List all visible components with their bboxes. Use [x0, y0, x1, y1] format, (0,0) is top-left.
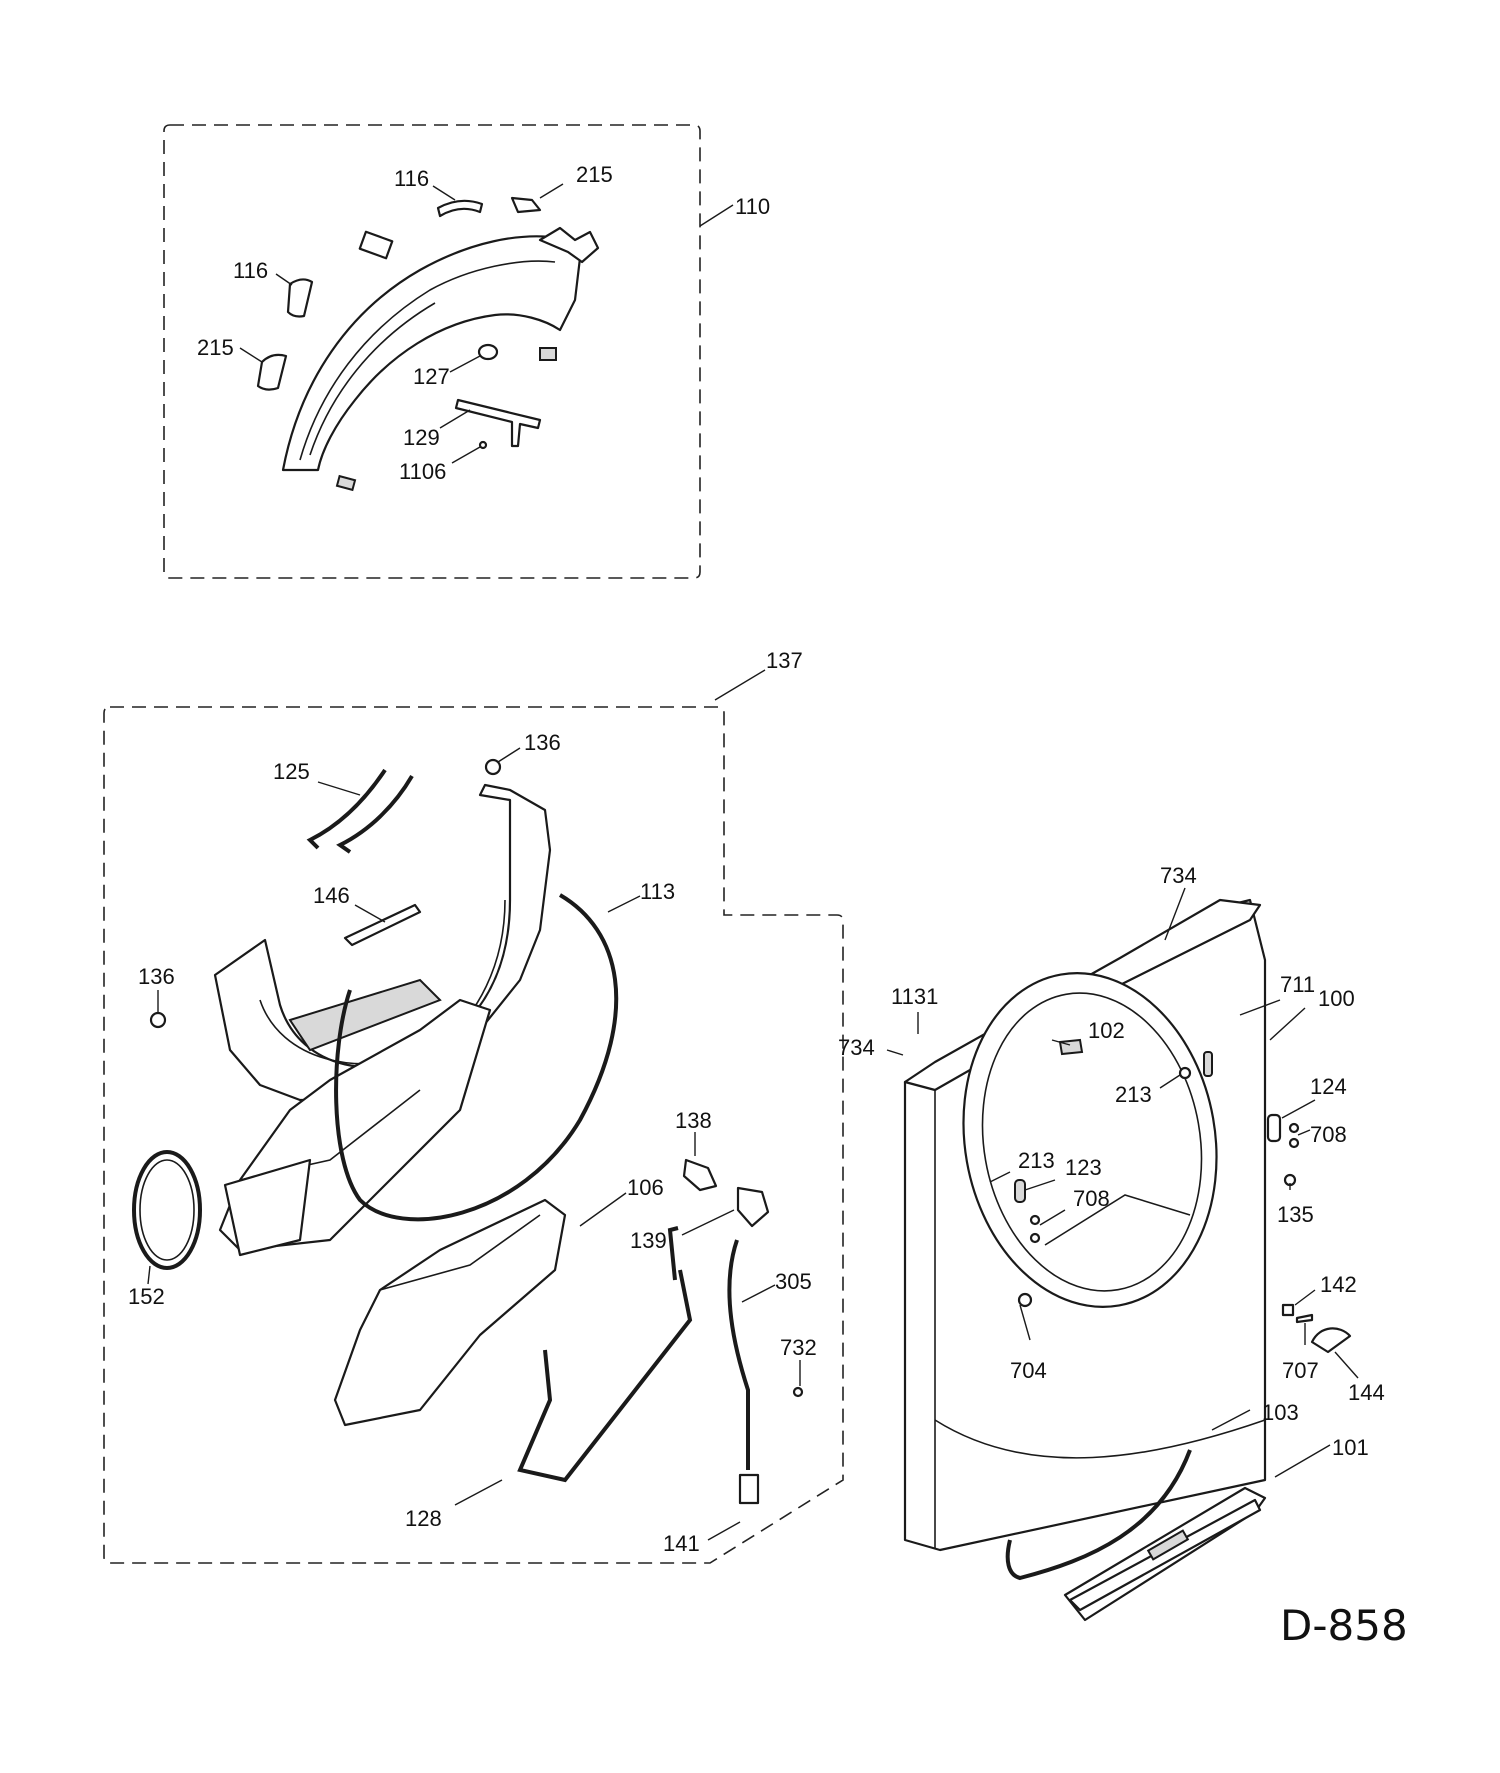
callout-125: 125 [273, 759, 310, 784]
pin-707 [1295, 1313, 1314, 1324]
front-panel-100 [903, 898, 1267, 1552]
callout-146: 146 [313, 883, 350, 908]
drawing-number: D-858 [1280, 1601, 1408, 1650]
callout-1106: 1106 [399, 459, 446, 484]
callout-106: 106 [627, 1175, 664, 1200]
group-110-boundary [163, 124, 701, 579]
callout-142: 142 [1320, 1272, 1357, 1297]
front-bulkhead-duct [213, 783, 552, 1257]
fitting-138 [682, 1158, 718, 1192]
ring-152 [132, 1150, 202, 1270]
callout-113: 113 [640, 879, 675, 904]
clip-215-top [510, 196, 542, 214]
knob-144 [1310, 1327, 1352, 1354]
fastener-136-top [484, 758, 502, 776]
duct-arc-assembly [281, 226, 600, 492]
screw-708-a [1288, 1122, 1300, 1134]
callout-704: 704 [1010, 1358, 1047, 1383]
clip-215-left [256, 353, 288, 391]
callout-129: 129 [403, 425, 440, 450]
part-142 [1281, 1303, 1295, 1317]
callout-135: 135 [1277, 1202, 1314, 1227]
duct-106 [333, 1198, 567, 1427]
callout-136-top: 136 [524, 730, 561, 755]
callout-102: 102 [1088, 1018, 1125, 1043]
callout-732: 732 [780, 1335, 817, 1360]
callout-711: 711 [1280, 972, 1315, 997]
group-137-boundary [103, 706, 844, 1564]
fitting-127 [477, 343, 499, 361]
callout-110: 110 [735, 194, 770, 219]
wire-125b [336, 774, 414, 854]
callout-708-left: 708 [1073, 1186, 1110, 1211]
callout-141: 141 [663, 1531, 700, 1556]
part-124 [1266, 1113, 1282, 1143]
coupler-141 [738, 1473, 760, 1505]
callout-139: 139 [630, 1228, 667, 1253]
callout-123: 123 [1065, 1155, 1102, 1180]
callout-116-top: 116 [394, 166, 429, 191]
callout-137: 137 [766, 648, 803, 673]
sensor-129 [454, 398, 542, 448]
screw-708-b [1288, 1137, 1300, 1149]
rod-128a [517, 1269, 693, 1483]
callout-215-top: 215 [576, 162, 613, 187]
callout-708-right: 708 [1310, 1122, 1347, 1147]
screw-708-c [1029, 1214, 1041, 1226]
callout-144: 144 [1348, 1380, 1385, 1405]
callout-127: 127 [413, 364, 450, 389]
fitting-139 [736, 1186, 770, 1228]
callout-1131: 1131 [891, 984, 938, 1009]
sensor-146 [343, 903, 422, 947]
callout-734-top: 734 [1160, 863, 1197, 888]
callout-138: 138 [675, 1108, 712, 1133]
screw-732 [792, 1386, 804, 1398]
callout-305: 305 [775, 1269, 812, 1294]
seal-113 [334, 893, 619, 1222]
callout-734-left: 734 [838, 1035, 875, 1060]
callout-707: 707 [1282, 1358, 1319, 1383]
fastener-136-left [149, 1011, 167, 1029]
seal-strip-103 [1005, 1449, 1192, 1581]
callout-100: 100 [1318, 986, 1355, 1011]
callout-124: 124 [1310, 1074, 1347, 1099]
callout-213-right: 213 [1115, 1082, 1152, 1107]
screw-1106 [478, 440, 488, 450]
wire-125a [306, 768, 387, 850]
callout-136-left: 136 [138, 964, 175, 989]
screw-708-d [1029, 1232, 1041, 1244]
callout-103: 103 [1262, 1400, 1299, 1425]
clip-116-left [286, 278, 314, 318]
callout-116-left: 116 [233, 258, 268, 283]
callout-213-left: 213 [1018, 1148, 1055, 1173]
rod-128b [667, 1226, 679, 1281]
callout-128: 128 [405, 1506, 442, 1531]
ring-152-inner [139, 1159, 195, 1261]
callout-215-left: 215 [197, 335, 234, 360]
callout-152: 152 [128, 1284, 165, 1309]
callout-101: 101 [1332, 1435, 1369, 1460]
hose-305 [727, 1239, 750, 1470]
clip-116-top [436, 199, 484, 218]
